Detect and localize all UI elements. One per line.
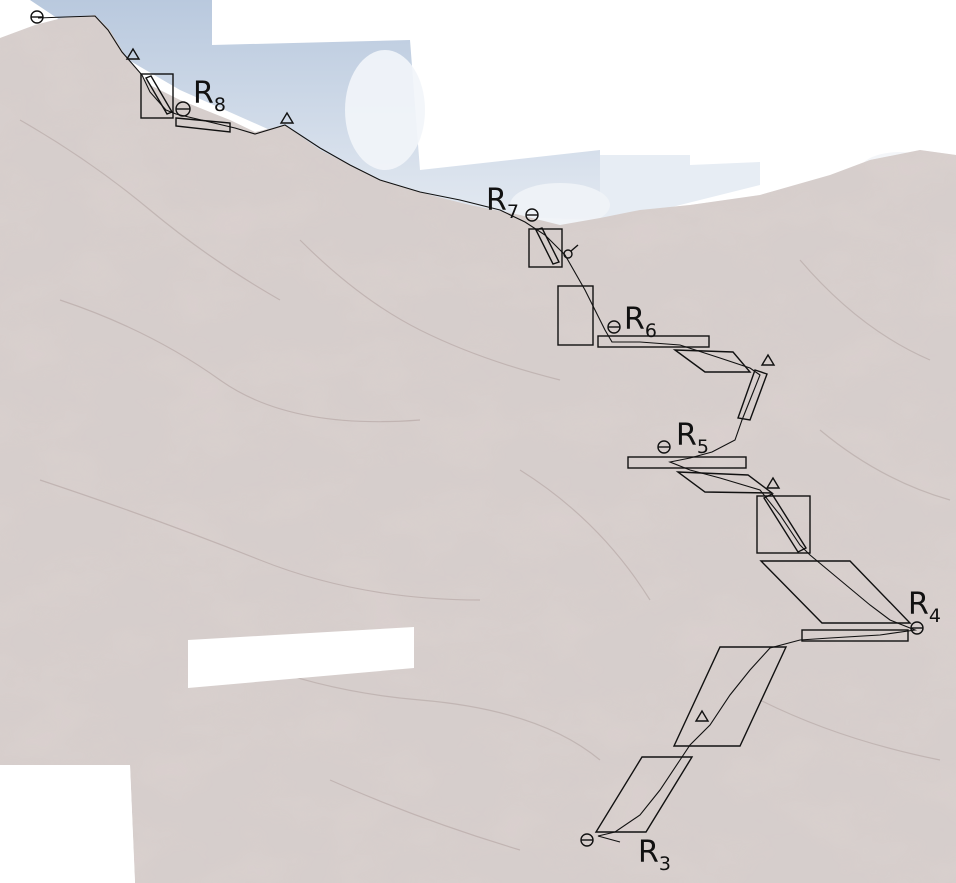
belay-station-icon [580, 833, 594, 847]
sky-patch-right [600, 155, 760, 222]
feature-box [672, 349, 752, 373]
pitch-label-r8: R8 [193, 76, 226, 116]
feature-box [594, 756, 694, 833]
bolt-icon [760, 353, 776, 366]
pitch-label-r7: R7 [486, 183, 519, 223]
rock-texture [0, 15, 956, 883]
cloud [345, 50, 425, 170]
feature-box [737, 369, 768, 421]
bolt-icon [765, 476, 781, 489]
bolt-icon [279, 111, 295, 124]
rock-face [0, 15, 956, 883]
feature-box [675, 471, 775, 494]
belay-station-icon [607, 320, 621, 334]
feature-box [627, 456, 747, 469]
sky-patch-left [30, 0, 600, 220]
bolt-icon [694, 709, 710, 722]
feature-box [756, 495, 811, 554]
cloud [510, 183, 610, 227]
feature-box [759, 560, 912, 624]
belay-station-icon [175, 101, 191, 117]
belay-station-icon [657, 440, 671, 454]
bolt-markers [125, 47, 781, 722]
feature-box [144, 75, 174, 115]
feature-box [535, 227, 560, 265]
pitch-label-r6: R6 [624, 302, 657, 342]
feature-box [801, 629, 909, 642]
photo-gap [188, 627, 414, 688]
belay-station-icon [30, 10, 44, 24]
feature-box [597, 335, 710, 348]
bolt-icon [125, 47, 141, 60]
feature-box [557, 285, 594, 346]
feature-boxes [140, 73, 912, 833]
feature-box [175, 117, 231, 133]
pitch-label-r3: R3 [638, 835, 671, 875]
pitch-labels: R8 R7 R6 R5 R4 R3 [193, 76, 941, 875]
belay-station-icon [525, 208, 539, 222]
feature-box [762, 493, 808, 553]
belay-stations [30, 10, 924, 847]
feature-box [672, 646, 788, 747]
feature-box [528, 228, 563, 268]
route-line [37, 15, 918, 843]
photo-gap-bottom-left [0, 765, 135, 883]
belay-station-icon [910, 621, 924, 635]
pitch-label-r4: R4 [908, 587, 941, 627]
feature-box [140, 73, 174, 119]
piton-icon [563, 244, 579, 259]
pitch-label-r5: R5 [676, 418, 709, 458]
